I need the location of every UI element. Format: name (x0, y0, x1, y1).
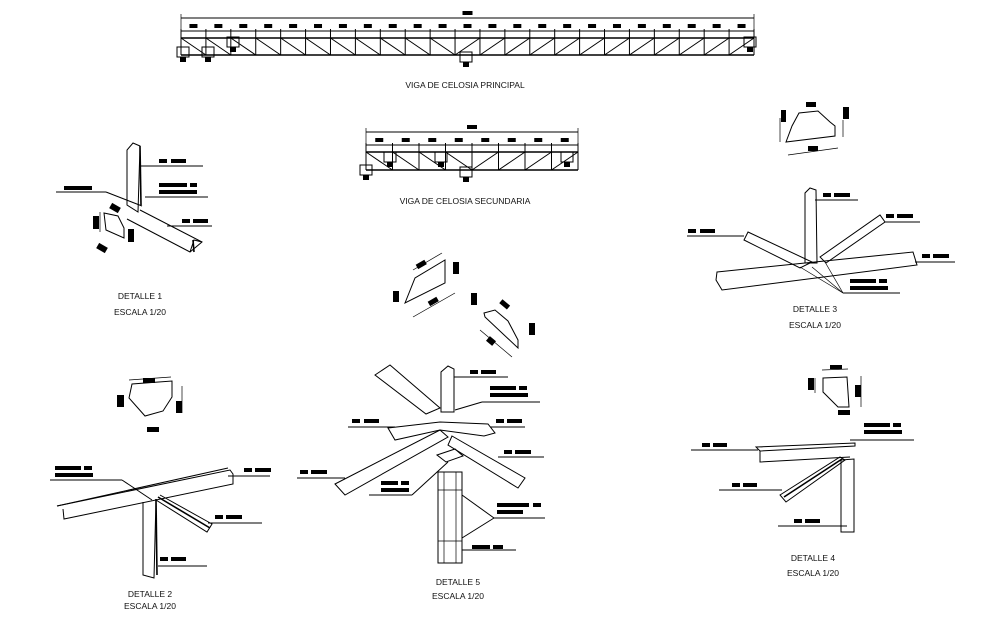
detalle-3-title: DETALLE 3 (792, 304, 838, 314)
node-detail-tag (363, 175, 369, 180)
detalle-5-scale: ESCALA 1/20 (432, 591, 484, 601)
node-detail-tag (205, 57, 211, 62)
diagonal-member (471, 151, 499, 171)
detalle-4-drawing (691, 365, 914, 533)
diagonal-member (404, 37, 431, 56)
node-detail-tag (747, 47, 753, 52)
diagonal-member (280, 37, 306, 56)
detalle-2-drawing (50, 376, 271, 579)
node-detail-tag (230, 47, 236, 52)
panel-dimension-label (401, 138, 410, 142)
panel-dimension-label (662, 24, 671, 28)
panel-dimension-label (538, 24, 547, 28)
panel-dimension-label (375, 138, 384, 142)
diagonal-member (504, 37, 531, 56)
detalle-2-scale: ESCALA 1/20 (124, 601, 176, 611)
diagonal-member (604, 37, 630, 56)
diagonal-member (678, 37, 705, 56)
panel-dimension-label (428, 138, 437, 142)
diagonal-member (703, 37, 730, 56)
diagonal-member (654, 37, 680, 56)
panel-dimension-label (363, 24, 372, 28)
diagonal-member (529, 37, 555, 56)
diagonal-member (205, 37, 232, 56)
detalle-1-drawing (56, 142, 212, 254)
dimension-label-overall (467, 125, 477, 129)
detalle-1-title: DETALLE 1 (117, 291, 163, 301)
detalle-4-scale: ESCALA 1/20 (787, 568, 839, 578)
detalle-1-scale: ESCALA 1/20 (114, 307, 166, 317)
panel-dimension-label (239, 24, 248, 28)
dimension-label-overall (462, 11, 473, 15)
title-viga-secundaria: VIGA DE CELOSIA SECUNDARIA (399, 196, 531, 206)
diagonal-member (429, 37, 456, 56)
diagonal-member (479, 37, 506, 56)
node-detail-tag (180, 57, 186, 62)
panel-dimension-label (214, 24, 223, 28)
panel-dimension-label (588, 24, 597, 28)
panel-dimension-label (534, 138, 543, 142)
diagonal-member (305, 37, 331, 56)
panel-dimension-label (637, 24, 646, 28)
node-detail-tag (564, 162, 570, 167)
panel-dimension-label (338, 24, 347, 28)
diagonal-member (392, 151, 420, 171)
panel-dimension-label (612, 24, 621, 28)
truss-principal-elevation (176, 11, 757, 67)
diagonal-member (230, 37, 257, 56)
panel-dimension-label (563, 24, 572, 28)
diagonal-member (728, 37, 755, 56)
truss-secundaria-elevation (359, 125, 579, 182)
diagonal-member (524, 151, 552, 171)
panel-dimension-label (189, 24, 198, 28)
node-detail-tag (387, 162, 393, 167)
detalle-3-drawing (687, 102, 955, 294)
panel-dimension-label (413, 24, 422, 28)
panel-dimension-label (264, 24, 273, 28)
panel-dimension-label (513, 24, 522, 28)
diagonal-member (629, 37, 655, 56)
panel-dimension-label (388, 24, 397, 28)
panel-dimension-label (289, 24, 298, 28)
node-detail-marker (459, 51, 473, 63)
panel-dimension-label (737, 24, 746, 28)
panel-dimension-label (687, 24, 696, 28)
diagonal-member (551, 151, 579, 171)
diagonal-member (418, 151, 446, 171)
detalle-5-title: DETALLE 5 (435, 577, 481, 587)
panel-dimension-label (463, 24, 472, 28)
diagonal-member (330, 37, 356, 56)
node-detail-tag (463, 62, 469, 67)
panel-dimension-label (560, 138, 569, 142)
detalle-5-drawing (297, 252, 545, 564)
title-viga-principal: VIGA DE CELOSIA PRINCIPAL (405, 80, 525, 90)
node-detail-tag (438, 162, 444, 167)
panel-dimension-label (314, 24, 323, 28)
diagonal-member (554, 37, 580, 56)
panel-dimension-label (507, 138, 516, 142)
diagonal-member (454, 37, 481, 56)
panel-dimension-label (454, 138, 463, 142)
diagonal-member (365, 151, 393, 171)
diagonal-member (255, 37, 281, 56)
node-detail-tag (463, 177, 469, 182)
diagonal-member (498, 151, 526, 171)
detalle-3-scale: ESCALA 1/20 (789, 320, 841, 330)
diagonal-member (380, 37, 406, 56)
diagonal-member (355, 37, 381, 56)
panel-dimension-label (488, 24, 497, 28)
panel-dimension-label (438, 24, 447, 28)
detalle-4-title: DETALLE 4 (790, 553, 836, 563)
panel-dimension-label (481, 138, 490, 142)
detalle-2-title: DETALLE 2 (127, 589, 173, 599)
diagonal-member (579, 37, 605, 56)
panel-dimension-label (712, 24, 721, 28)
